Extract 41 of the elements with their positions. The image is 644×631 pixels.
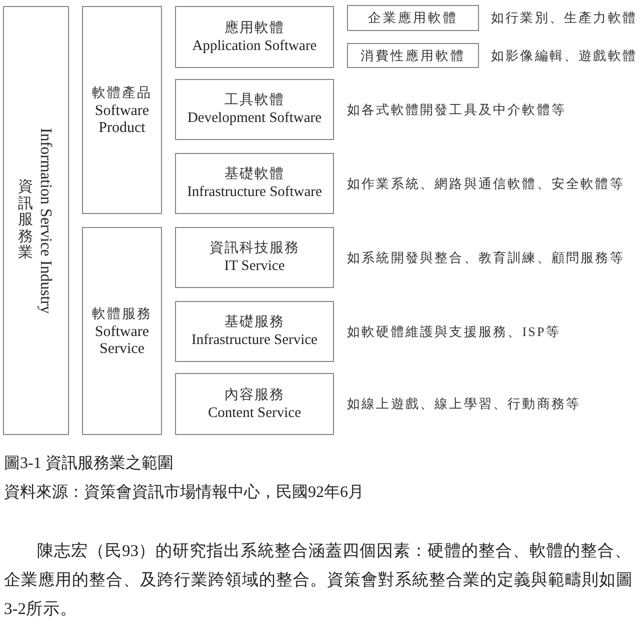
industry-panel [3,6,69,435]
source-note: 資料來源：資策會資訊市場情報中心，民國92年6月 [4,483,364,503]
category-box [175,6,334,68]
body-paragraph: 陳志宏（民93）的研究指出系統整合涵蓋四個因素：硬體的整合、軟體的整合、企業應用的整合、及跨行業跨領域的整合。資策會對系統整合業的定義與範疇則如圖3-2所示。 [4,540,634,620]
category-title: 內容服務 [224,386,284,404]
category-title: 企業應用軟體 [368,10,458,26]
category-title: 軟體產品 [92,84,152,102]
example-note: 如系統開發與整合、教育訓練、顧問服務等 [347,248,624,266]
example-note: 如影像編輯、遊戲軟體 [491,46,637,64]
figure-caption: 圖3-1 資訊服務業之範圍 [4,454,174,474]
subcategory-box [347,43,479,68]
group-panel [82,6,162,214]
category-box [175,301,334,362]
category-title: 消費性應用軟體 [360,48,466,64]
example-note: 如軟硬體維護與支援服務、ISP等 [347,322,560,340]
english-title: IT Service [224,258,285,275]
category-title: 資訊服務業 [18,179,33,262]
example-note: 如各式軟體開發工具及中介軟體等 [347,100,566,118]
category-title: 基礎軟體 [224,166,284,184]
category-title: 資訊科技服務 [210,240,300,258]
category-title: 應用軟體 [224,20,284,38]
english-title: Content Service [208,404,302,422]
category-box [175,227,334,288]
category-title: 軟體服務 [92,304,152,322]
english-title: Software Product [94,102,150,136]
subcategory-box [347,5,479,31]
category-box [175,373,334,435]
english-title: Information Service Industry [36,128,54,314]
example-note: 如行業別、生產力軟體 [491,9,637,27]
category-box [175,153,334,214]
group-panel [82,227,162,435]
english-title: Infrastructure Service [191,332,318,349]
english-title: Application Software [192,38,317,54]
english-title: Software Service [94,324,150,358]
example-note: 如作業系統、網路與通信軟體、安全軟體等 [347,174,624,192]
category-title: 工具軟體 [224,92,284,110]
english-title: Infrastructure Software [187,184,322,201]
category-box [175,79,334,140]
english-title: Development Software [187,110,322,127]
example-note: 如線上遊戲、線上學習、行動商務等 [347,395,581,413]
category-title: 基礎服務 [224,314,284,332]
